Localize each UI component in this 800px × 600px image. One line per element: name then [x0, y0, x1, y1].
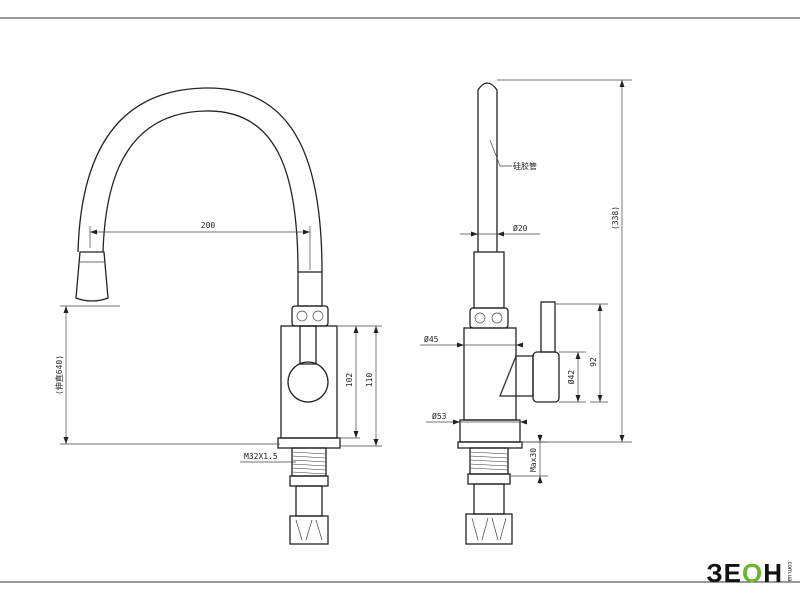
dim-thread: M32X1.5	[244, 452, 278, 461]
dim-dia-53: Ø53	[432, 411, 447, 421]
logo-prefix: ЗЕ	[706, 558, 742, 588]
dim-height-total: (伸直640)	[54, 355, 64, 395]
dim-body-102: 102	[345, 373, 354, 388]
dim-dia-42: Ø42	[566, 370, 576, 385]
dim-max-30: Max30	[529, 448, 538, 472]
logo-mark: ЗЕОН	[706, 560, 783, 586]
brand-logo: ЗЕОН .com.ua	[706, 560, 792, 586]
logo-suffix: Н	[763, 558, 783, 588]
dim-total-338: (338)	[611, 206, 620, 230]
dim-dia-20: Ø20	[513, 223, 528, 233]
front-view: 200 (伸直640) 102 110 M32X1.5	[54, 87, 382, 545]
logo-sub: .com.ua	[786, 560, 792, 582]
handle-knob	[287, 361, 329, 403]
dim-body-110: 110	[365, 373, 374, 388]
spray-head	[75, 251, 109, 302]
drawing-frame	[0, 17, 800, 583]
spout-arch	[77, 87, 323, 273]
dim-reach: 200	[201, 221, 216, 230]
label-hose: 硅胶管	[513, 161, 537, 171]
hose-column	[477, 82, 498, 252]
logo-o: О	[741, 558, 764, 588]
dim-handle-92: 92	[589, 357, 598, 367]
side-view: 硅胶管 Ø20 (338) Ø45 Ø42 92 Ø53	[420, 79, 632, 545]
dim-dia-45: Ø45	[424, 334, 439, 344]
side-lever	[540, 301, 556, 353]
